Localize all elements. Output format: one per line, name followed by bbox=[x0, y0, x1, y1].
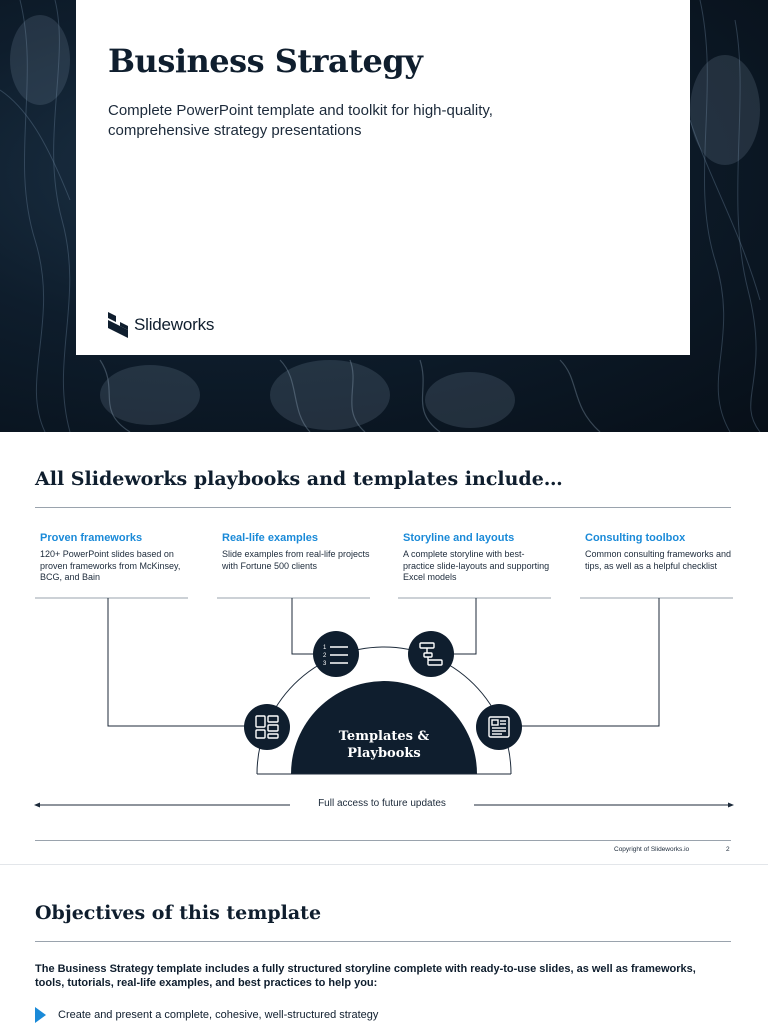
footer-divider bbox=[35, 840, 731, 841]
objective-bullet: Create and present a complete, cohesive,… bbox=[35, 1007, 378, 1023]
layout-grid-icon bbox=[244, 704, 290, 750]
feature-description: A complete storyline with best-practice … bbox=[403, 549, 550, 582]
feature-storyline-layouts: Storyline and layouts A complete storyli… bbox=[403, 532, 553, 584]
cover-title: Business Strategy bbox=[108, 42, 423, 80]
objectives-intro: The Business Strategy template includes … bbox=[35, 963, 696, 989]
numbered-list-icon: 1 2 3 bbox=[313, 631, 359, 677]
copyright-text: Copyright of Slideworks.io bbox=[614, 846, 690, 853]
title-divider bbox=[35, 941, 731, 942]
svg-text:2: 2 bbox=[323, 653, 327, 659]
brand-name: Slideworks bbox=[134, 315, 215, 334]
feature-consulting-toolbox: Consulting toolbox Common consulting fra… bbox=[585, 532, 735, 572]
dome-label-line1: Templates & bbox=[338, 729, 430, 744]
cover-subtitle: Complete PowerPoint template and toolkit… bbox=[108, 102, 493, 139]
objective-text: Create and present a complete, cohesive,… bbox=[58, 1009, 379, 1021]
brand-logo: Slideworks bbox=[108, 312, 214, 338]
objectives-slide-title: Objectives of this template bbox=[35, 902, 322, 924]
feature-proven-frameworks: Proven frameworks 120+ PowerPoint slides… bbox=[40, 532, 190, 584]
features-slide: All Slideworks playbooks and templates i… bbox=[0, 432, 768, 864]
flowchart-icon bbox=[408, 631, 454, 677]
svg-text:3: 3 bbox=[323, 661, 327, 666]
document-icon bbox=[476, 704, 522, 750]
cover-slide: Business Strategy Complete PowerPoint te… bbox=[0, 0, 768, 432]
feature-title: Proven frameworks bbox=[40, 532, 143, 544]
bullet-arrow-icon bbox=[35, 1007, 46, 1023]
jellyfish-background bbox=[0, 0, 761, 432]
feature-title: Storyline and layouts bbox=[403, 532, 515, 544]
svg-text:1: 1 bbox=[323, 645, 327, 651]
features-slide-title: All Slideworks playbooks and templates i… bbox=[35, 468, 563, 490]
feature-title: Real-life examples bbox=[222, 532, 318, 544]
feature-description: Common consulting frameworks and tips, a… bbox=[585, 549, 732, 571]
templates-dome bbox=[291, 681, 477, 774]
connector-diagram bbox=[34, 597, 734, 808]
page-number: 2 bbox=[726, 846, 730, 853]
slideworks-logo-icon bbox=[108, 312, 128, 338]
feature-description: 120+ PowerPoint slides based on proven f… bbox=[40, 549, 181, 582]
future-updates-label: Full access to future updates bbox=[318, 798, 446, 809]
feature-title: Consulting toolbox bbox=[585, 532, 686, 544]
feature-description: Slide examples from real-life projects w… bbox=[222, 549, 370, 571]
dome-label-line2: Playbooks bbox=[347, 746, 421, 761]
templates-playbooks-label: Templates & Playbooks bbox=[310, 728, 458, 762]
feature-real-life-examples: Real-life examples Slide examples from r… bbox=[222, 532, 372, 572]
cover-card: Business Strategy Complete PowerPoint te… bbox=[76, 0, 690, 355]
objectives-slide: Objectives of this template The Business… bbox=[0, 864, 768, 1025]
title-divider bbox=[35, 507, 731, 508]
